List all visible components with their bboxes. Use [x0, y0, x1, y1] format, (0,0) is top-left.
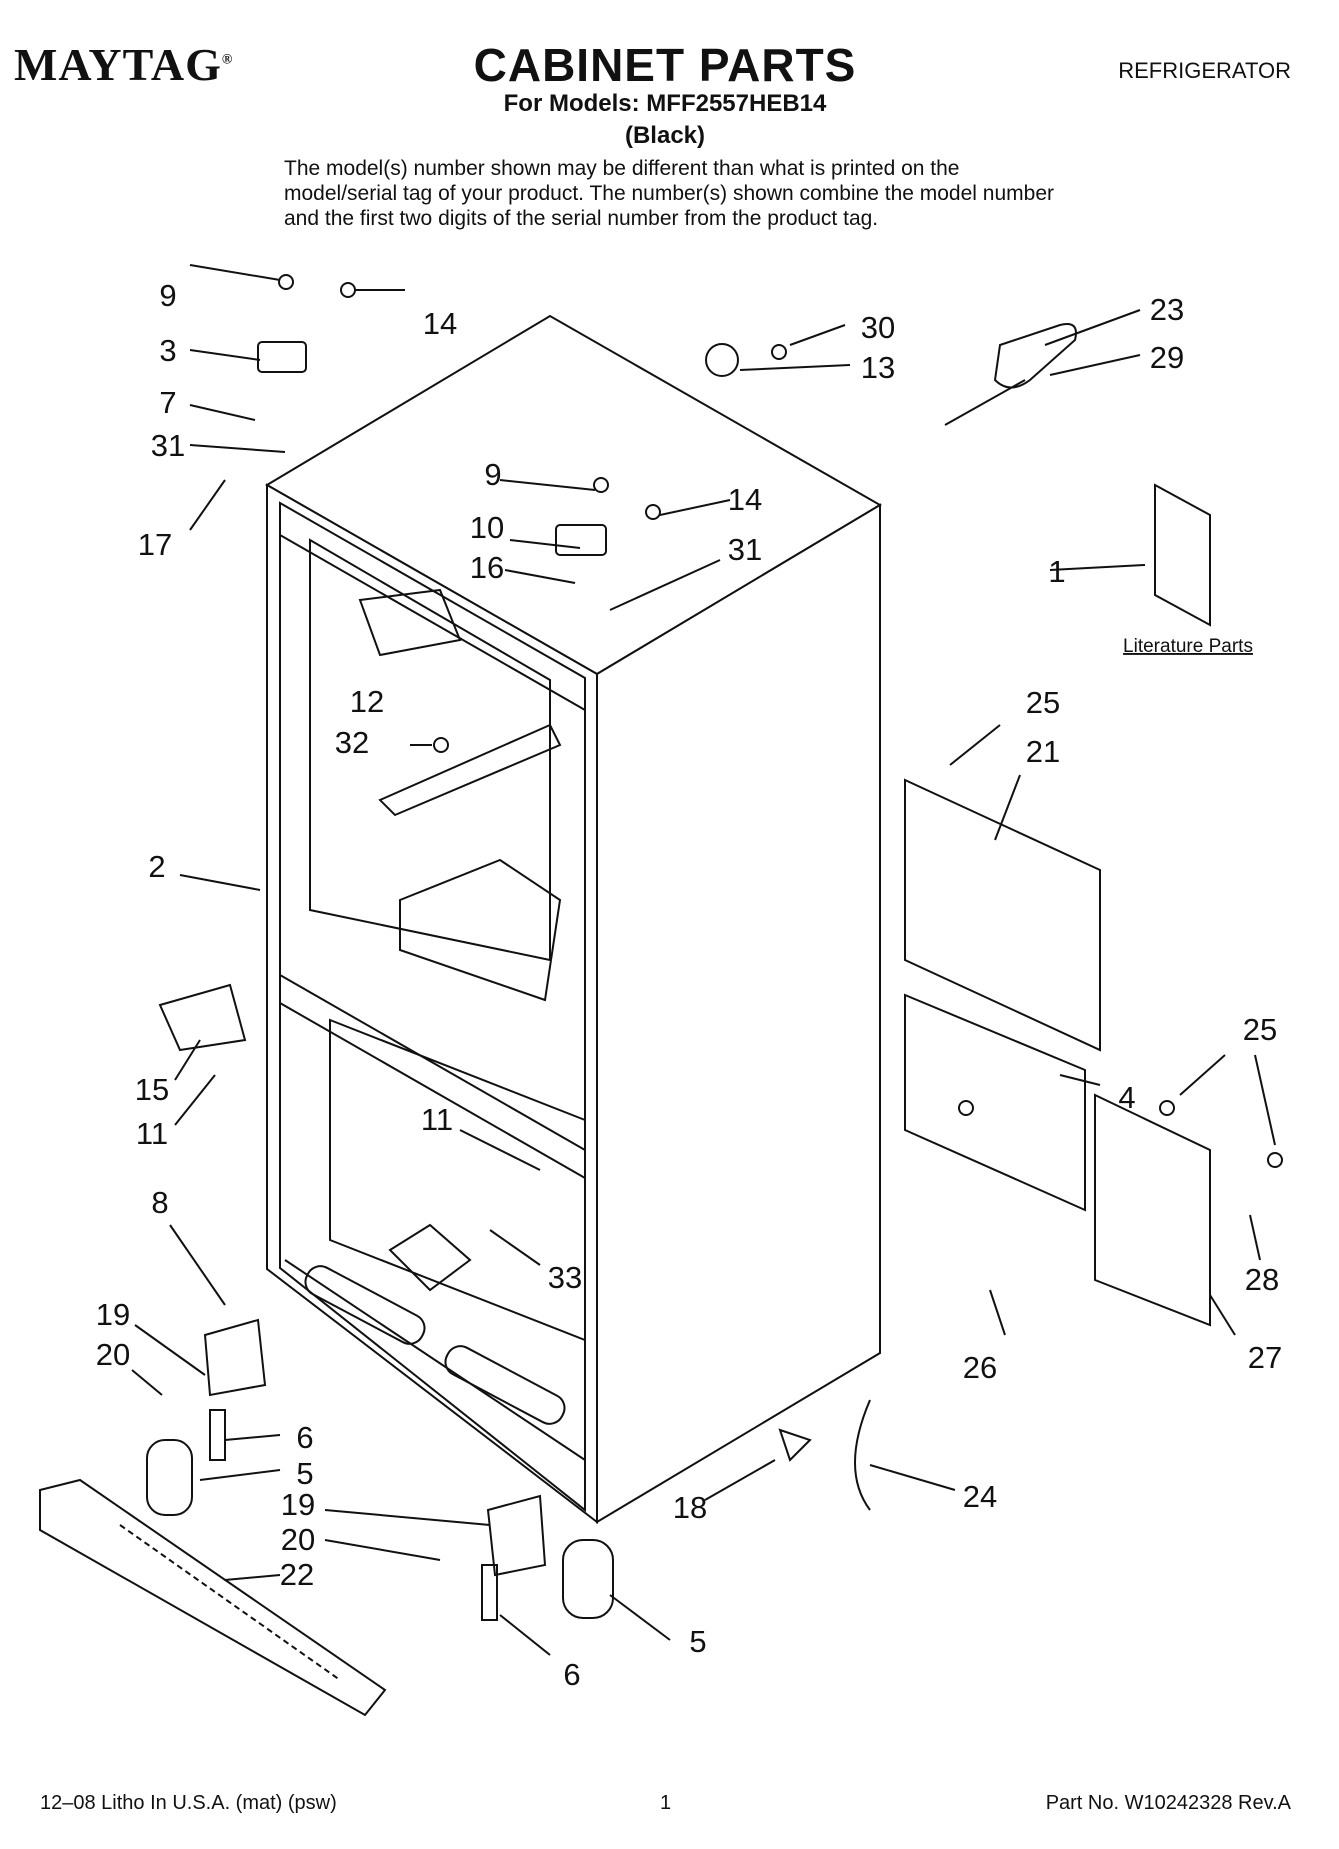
callout-label: 32 [335, 725, 369, 760]
footer-print-info: 12–08 Litho In U.S.A. (mat) (psw) [40, 1792, 337, 1814]
callout-label: 25 [1243, 1012, 1277, 1047]
callout-label: 9 [159, 278, 176, 313]
callout-label: 27 [1248, 1340, 1282, 1375]
callout-label: 8 [151, 1185, 168, 1220]
callout-label: 16 [470, 550, 504, 585]
callout-label: 28 [1245, 1262, 1279, 1297]
callout-label: 24 [963, 1479, 997, 1514]
callout-label: 26 [963, 1350, 997, 1385]
callout-label: 1 [1048, 554, 1065, 589]
callout-label: 15 [135, 1072, 169, 1107]
callout-label: 5 [689, 1624, 706, 1659]
callout-label: 2 [148, 849, 165, 884]
callout-label: 14 [423, 306, 457, 341]
page-number: 1 [660, 1792, 672, 1814]
brand-logo: MAYTAG® [14, 39, 234, 90]
callout-label: 4 [1118, 1080, 1135, 1115]
literature-parts-label: Literature Parts [1123, 636, 1253, 657]
callout-label: 25 [1026, 685, 1060, 720]
page-title: CABINET PARTS [473, 39, 857, 91]
callout-label: 19 [281, 1487, 315, 1522]
callout-label: 30 [861, 310, 895, 345]
callout-label: 33 [548, 1260, 582, 1295]
color-line: (Black) [624, 122, 706, 149]
callout-label: 10 [470, 510, 504, 545]
product-category: REFRIGERATOR [1118, 58, 1291, 83]
callout-label: 22 [280, 1557, 314, 1592]
callout-label: 12 [350, 684, 384, 719]
callout-label: 31 [728, 532, 762, 567]
model-note: The model(s) number shown may be differe… [284, 157, 1054, 230]
model-line: For Models: MFF2557HEB14 [503, 90, 827, 117]
callout-label: 21 [1026, 734, 1060, 769]
callout-label: 6 [296, 1420, 313, 1455]
callout-label: 6 [563, 1657, 580, 1692]
callout-label: 13 [861, 350, 895, 385]
callout-label: 17 [138, 527, 172, 562]
cabinet-drawing [39, 274, 1283, 1717]
callout-label: 18 [673, 1490, 707, 1525]
callout-label: 11 [421, 1102, 453, 1137]
callout-label: 31 [151, 428, 185, 463]
callout-label: 29 [1150, 340, 1184, 375]
callout-label: 11 [136, 1116, 168, 1151]
leader-lines [131, 264, 1276, 1656]
callout-label: 20 [96, 1337, 130, 1372]
callout-label: 14 [728, 482, 762, 517]
callout-label: 19 [96, 1297, 130, 1332]
callout-labels: 9 14 3 7 31 17 30 13 23 29 9 14 10 16 31… [96, 278, 1282, 1692]
callout-label: 3 [159, 333, 176, 368]
callout-label: 23 [1150, 292, 1184, 327]
callout-label: 7 [159, 385, 176, 420]
part-number: Part No. W10242328 Rev.A [1045, 1792, 1291, 1814]
parts-diagram: 9 14 3 7 31 17 30 13 23 29 9 14 10 16 31… [39, 264, 1283, 1717]
callout-label: 5 [296, 1456, 313, 1491]
callout-label: 20 [281, 1522, 315, 1557]
callout-label: 9 [484, 457, 501, 492]
